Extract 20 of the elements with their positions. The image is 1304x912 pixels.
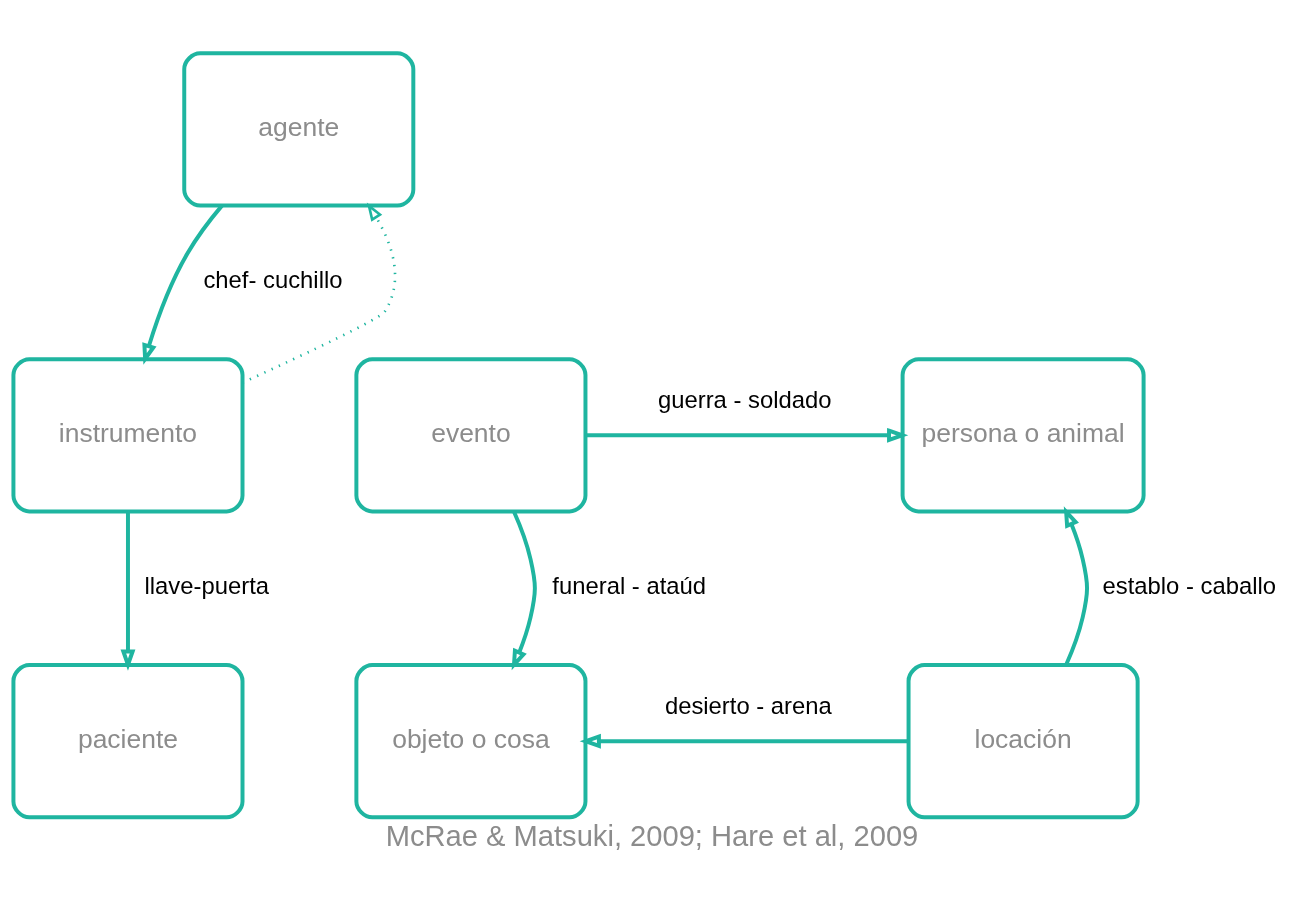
arrow — [1063, 505, 1089, 666]
arrow — [585, 427, 909, 443]
edge-label: llave-puerta — [144, 571, 270, 599]
edge-label: guerra - soldado — [657, 385, 832, 413]
edge-label: funeral - ataúd — [552, 571, 707, 599]
node-box: agente — [182, 50, 416, 208]
node-box: evento — [354, 356, 588, 513]
node-box: objeto o cosa — [354, 662, 588, 819]
node-box: persona o animal — [900, 356, 1146, 513]
arrow — [120, 511, 136, 671]
caption: McRae & Matsuki, 2009; Hare et al, 2009 — [385, 819, 919, 852]
edge-label: desierto - arena — [664, 691, 832, 719]
edge-label: chef- cuchillo — [203, 265, 343, 293]
arrow — [579, 733, 909, 749]
node-box: locación — [906, 662, 1140, 819]
edge-label: establo - caballo — [1102, 571, 1277, 599]
arrow — [511, 510, 537, 670]
node-box: paciente — [11, 662, 245, 819]
node-box: instrumento — [11, 356, 245, 513]
arrow — [241, 201, 397, 384]
